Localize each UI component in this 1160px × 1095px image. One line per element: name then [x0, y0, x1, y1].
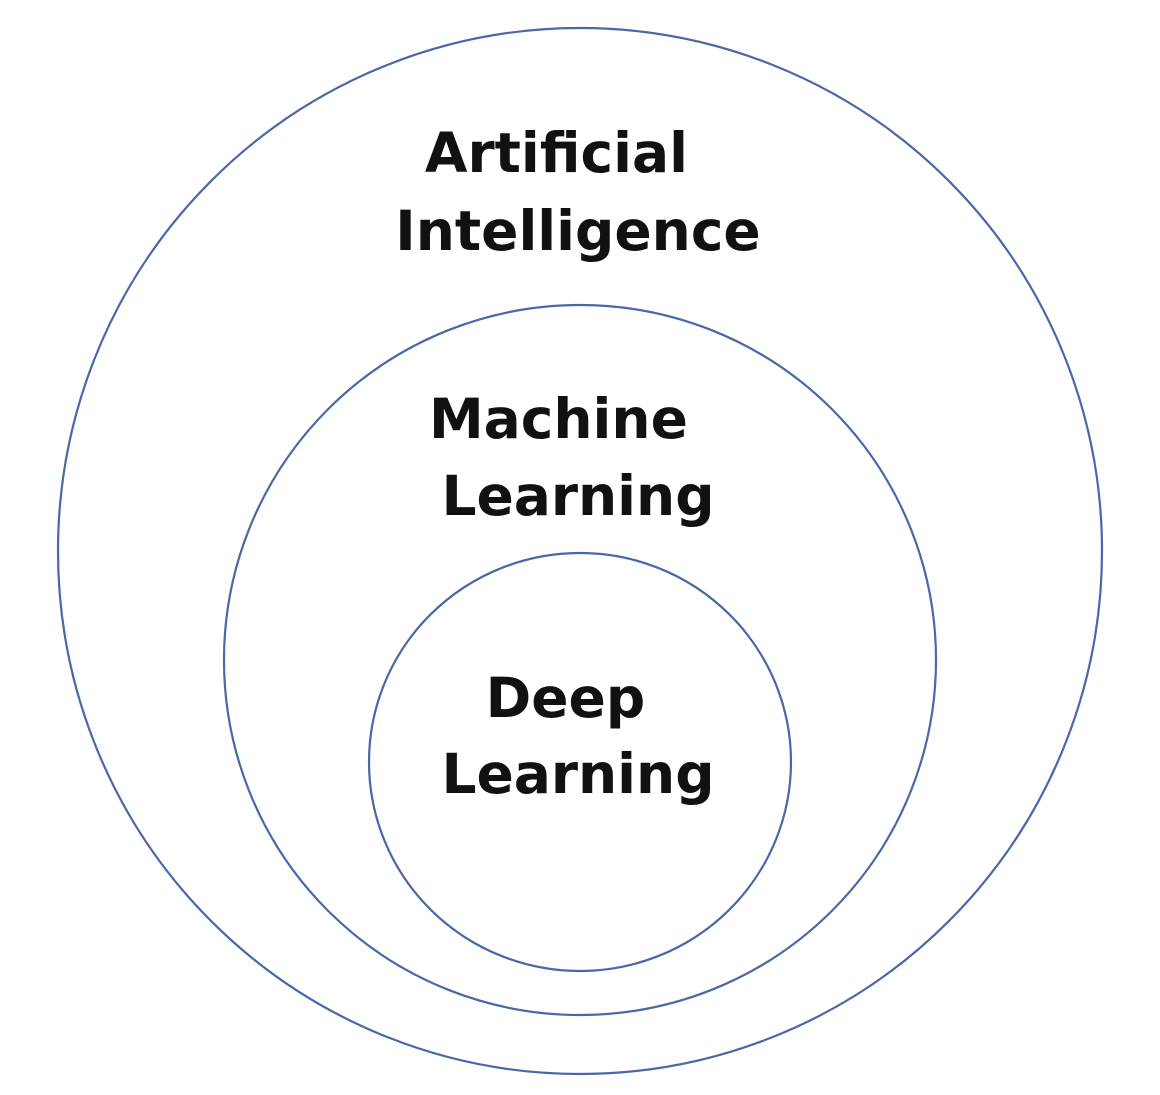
label-deep-learning: Deep Learning [441, 666, 714, 806]
label-ml-line-1: Machine [429, 387, 688, 451]
label-machine-learning: Machine Learning [429, 387, 715, 528]
label-dl-line-1: Deep [486, 666, 646, 730]
label-ai-line-2: Intelligence [395, 199, 761, 263]
level-ml: Machine Learning [222, 303, 938, 1017]
label-ai-line-1: Artificial [425, 121, 688, 185]
label-ml-line-2: Learning [441, 464, 714, 528]
level-ai: Artificial Intelligence [56, 26, 1104, 1076]
ring-machine-learning [222, 303, 938, 1017]
ring-deep-learning [367, 551, 793, 973]
label-dl-line-2: Learning [441, 742, 714, 806]
ring-artificial-intelligence [56, 26, 1104, 1076]
label-artificial-intelligence: Artificial Intelligence [395, 121, 761, 263]
level-dl: Deep Learning [367, 551, 793, 973]
